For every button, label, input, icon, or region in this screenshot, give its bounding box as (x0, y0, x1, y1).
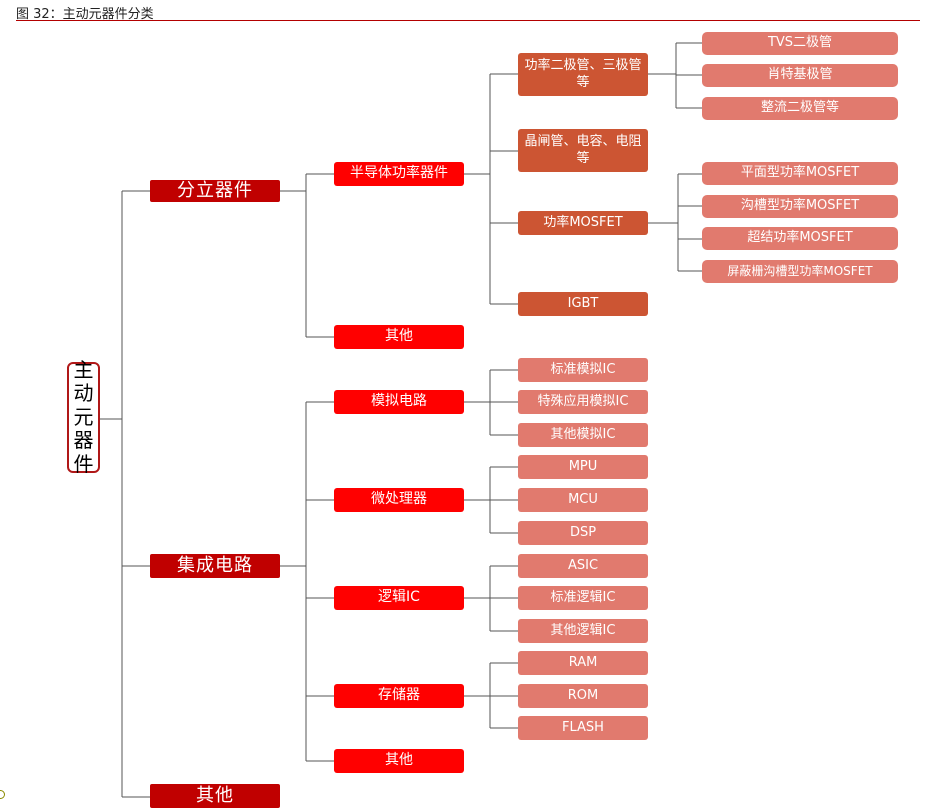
node-power-mosfet: 功率MOSFET (518, 211, 648, 235)
node-other-top: 其他 (150, 784, 280, 808)
node-schottky: 肖特基极管 (702, 64, 898, 87)
root-char: 器 (73, 428, 94, 453)
node-other-logic-ic: 其他逻辑IC (518, 619, 648, 643)
node-discrete-devices: 分立器件 (150, 180, 280, 202)
node-power-semiconductor: 半导体功率器件 (334, 162, 464, 186)
root-char: 动 (73, 381, 94, 406)
node-special-analog-ic: 特殊应用模拟IC (518, 390, 648, 414)
root-char: 件 (73, 451, 94, 476)
node-standard-logic-ic: 标准逻辑IC (518, 586, 648, 610)
node-shielded-gate-mosfet: 屏蔽栅沟槽型功率MOSFET (702, 260, 898, 283)
caption-rule (16, 20, 920, 21)
node-flash: FLASH (518, 716, 648, 740)
node-ic-other: 其他 (334, 749, 464, 773)
node-standard-analog-ic: 标准模拟IC (518, 358, 648, 382)
node-superjunction-mosfet: 超结功率MOSFET (702, 227, 898, 250)
node-mpu: MPU (518, 455, 648, 479)
node-integrated-circuits: 集成电路 (150, 554, 280, 578)
node-logic-ic: 逻辑IC (334, 586, 464, 610)
node-memory: 存储器 (334, 684, 464, 708)
node-tvs-diode: TVS二极管 (702, 32, 898, 55)
figure-caption: 图 32：主动元器件分类 (16, 7, 154, 22)
node-planar-mosfet: 平面型功率MOSFET (702, 162, 898, 185)
node-trench-mosfet: 沟槽型功率MOSFET (702, 195, 898, 218)
node-thyristor: 晶闸管、电容、电阻等 (518, 129, 648, 172)
node-ram: RAM (518, 651, 648, 675)
node-discrete-other: 其他 (334, 325, 464, 349)
node-mcu: MCU (518, 488, 648, 512)
node-rom: ROM (518, 684, 648, 708)
node-analog-circuit: 模拟电路 (334, 390, 464, 414)
node-igbt: IGBT (518, 292, 648, 316)
node-other-analog-ic: 其他模拟IC (518, 423, 648, 447)
node-power-diode: 功率二极管、三极管等 (518, 53, 648, 96)
node-microprocessor: 微处理器 (334, 488, 464, 512)
node-asic: ASIC (518, 554, 648, 578)
corner-marker-icon (0, 790, 5, 799)
root-node-active-components: 主 动 元 器 件 (67, 357, 100, 475)
node-rectifier-diode: 整流二极管等 (702, 97, 898, 120)
root-char: 主 (73, 357, 94, 382)
node-dsp: DSP (518, 521, 648, 545)
root-char: 元 (73, 404, 94, 429)
